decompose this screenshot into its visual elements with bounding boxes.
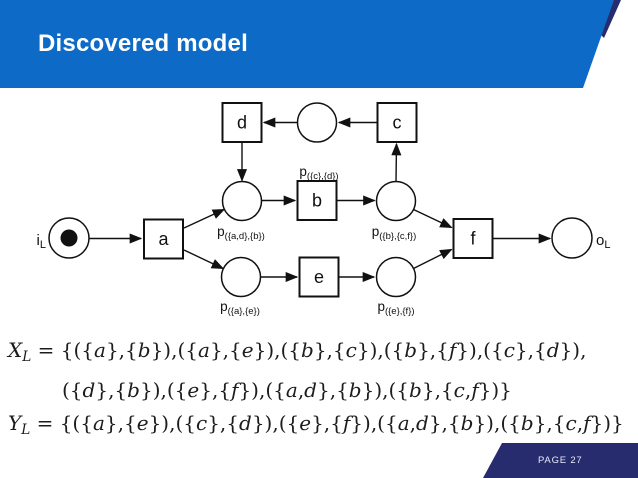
transition-c — [376, 102, 418, 143]
banner-accent-sliver — [600, 0, 621, 38]
place-label-prefix: p — [299, 164, 307, 179]
place-p-e-f — [375, 256, 417, 298]
transition-letters: a b c d e f — [158, 113, 476, 288]
transition-e — [298, 256, 340, 298]
header-banner — [0, 0, 621, 88]
transition-a-label: a — [158, 229, 169, 249]
place-label-p-b-cf: p({b},{c,f}) — [372, 224, 417, 242]
transition-f — [452, 218, 494, 259]
place-p-b-cf — [375, 180, 417, 222]
formula-yl: YL = {({a},{e}),({c},{d}),({e},{f}),({a,… — [8, 410, 624, 438]
place-label-p-ad-b: p({a,d},{b}) — [217, 224, 265, 242]
place-label-sub: ({a},{e}) — [228, 306, 260, 317]
formula-xl-line2: ({d},{b}),({e},{f}),({a,d},{b}),({b},{c,… — [62, 377, 512, 402]
place-label-prefix: p — [372, 224, 380, 239]
place-p-c-d — [296, 102, 338, 143]
place-label-prefix: p — [377, 299, 385, 314]
sink-label-sub: L — [604, 239, 610, 251]
arc-a-pae — [183, 249, 225, 270]
place-sink-ol — [551, 217, 593, 259]
place-label-sub: ({c},{d}) — [307, 171, 339, 182]
page-title: Discovered model — [38, 30, 248, 57]
transition-b-label: b — [312, 191, 322, 211]
source-label-sub: L — [40, 239, 46, 251]
sink-label-base: o — [596, 232, 604, 249]
place-p-a-e — [220, 256, 262, 298]
formula-block: XL = {({a},{b}),({a},{e}),({b},{c}),({b}… — [8, 334, 628, 447]
transition-b — [296, 180, 338, 221]
place-label-prefix: p — [220, 299, 228, 314]
place-labels: p({a,d},{b}) p({a},{e}) p({c},{d}) p({b}… — [217, 164, 416, 317]
banner-shape — [0, 0, 614, 88]
formula-xl-line1: XL = {({a},{b}),({a},{e}),({b},{c}),({b}… — [8, 338, 587, 365]
transition-d-label: d — [237, 113, 247, 133]
source-label-base: i — [37, 232, 40, 249]
place-label-prefix: p — [217, 224, 225, 239]
token-dot — [60, 229, 78, 247]
arc-pbcf-f — [413, 208, 453, 229]
page-box-shape — [483, 443, 638, 478]
arc-pef-f — [413, 248, 453, 270]
place-label-p-c-d: p({c},{d}) — [299, 164, 338, 182]
place-label-sub: ({a,d},{b}) — [225, 231, 265, 242]
place-label-p-e-f: p({e},{f}) — [377, 299, 414, 317]
petri-places — [48, 102, 593, 298]
place-label-sub: ({e},{f}) — [385, 306, 415, 317]
petri-net-diagram: a b c d e f p({a,d},{b}) p({a},{e}) p({c… — [37, 102, 610, 317]
page-number: PAGE 27 — [538, 455, 583, 466]
place-label-p-a-e: p({a},{e}) — [220, 299, 260, 317]
arc-pbcf-c — [391, 142, 402, 182]
petri-transitions — [143, 102, 494, 298]
place-p-ad-b — [221, 180, 263, 222]
arc-a-padb — [183, 208, 226, 229]
place-label-sub: ({b},{c,f}) — [379, 231, 416, 242]
transition-d — [221, 102, 263, 143]
petri-arcs — [89, 117, 552, 283]
transition-c-label: c — [393, 113, 402, 133]
transition-f-label: f — [470, 229, 476, 249]
transition-e-label: e — [314, 267, 324, 287]
source-label-il: iL — [37, 232, 46, 251]
sink-label-ol: oL — [596, 232, 610, 251]
transition-a — [143, 218, 184, 260]
